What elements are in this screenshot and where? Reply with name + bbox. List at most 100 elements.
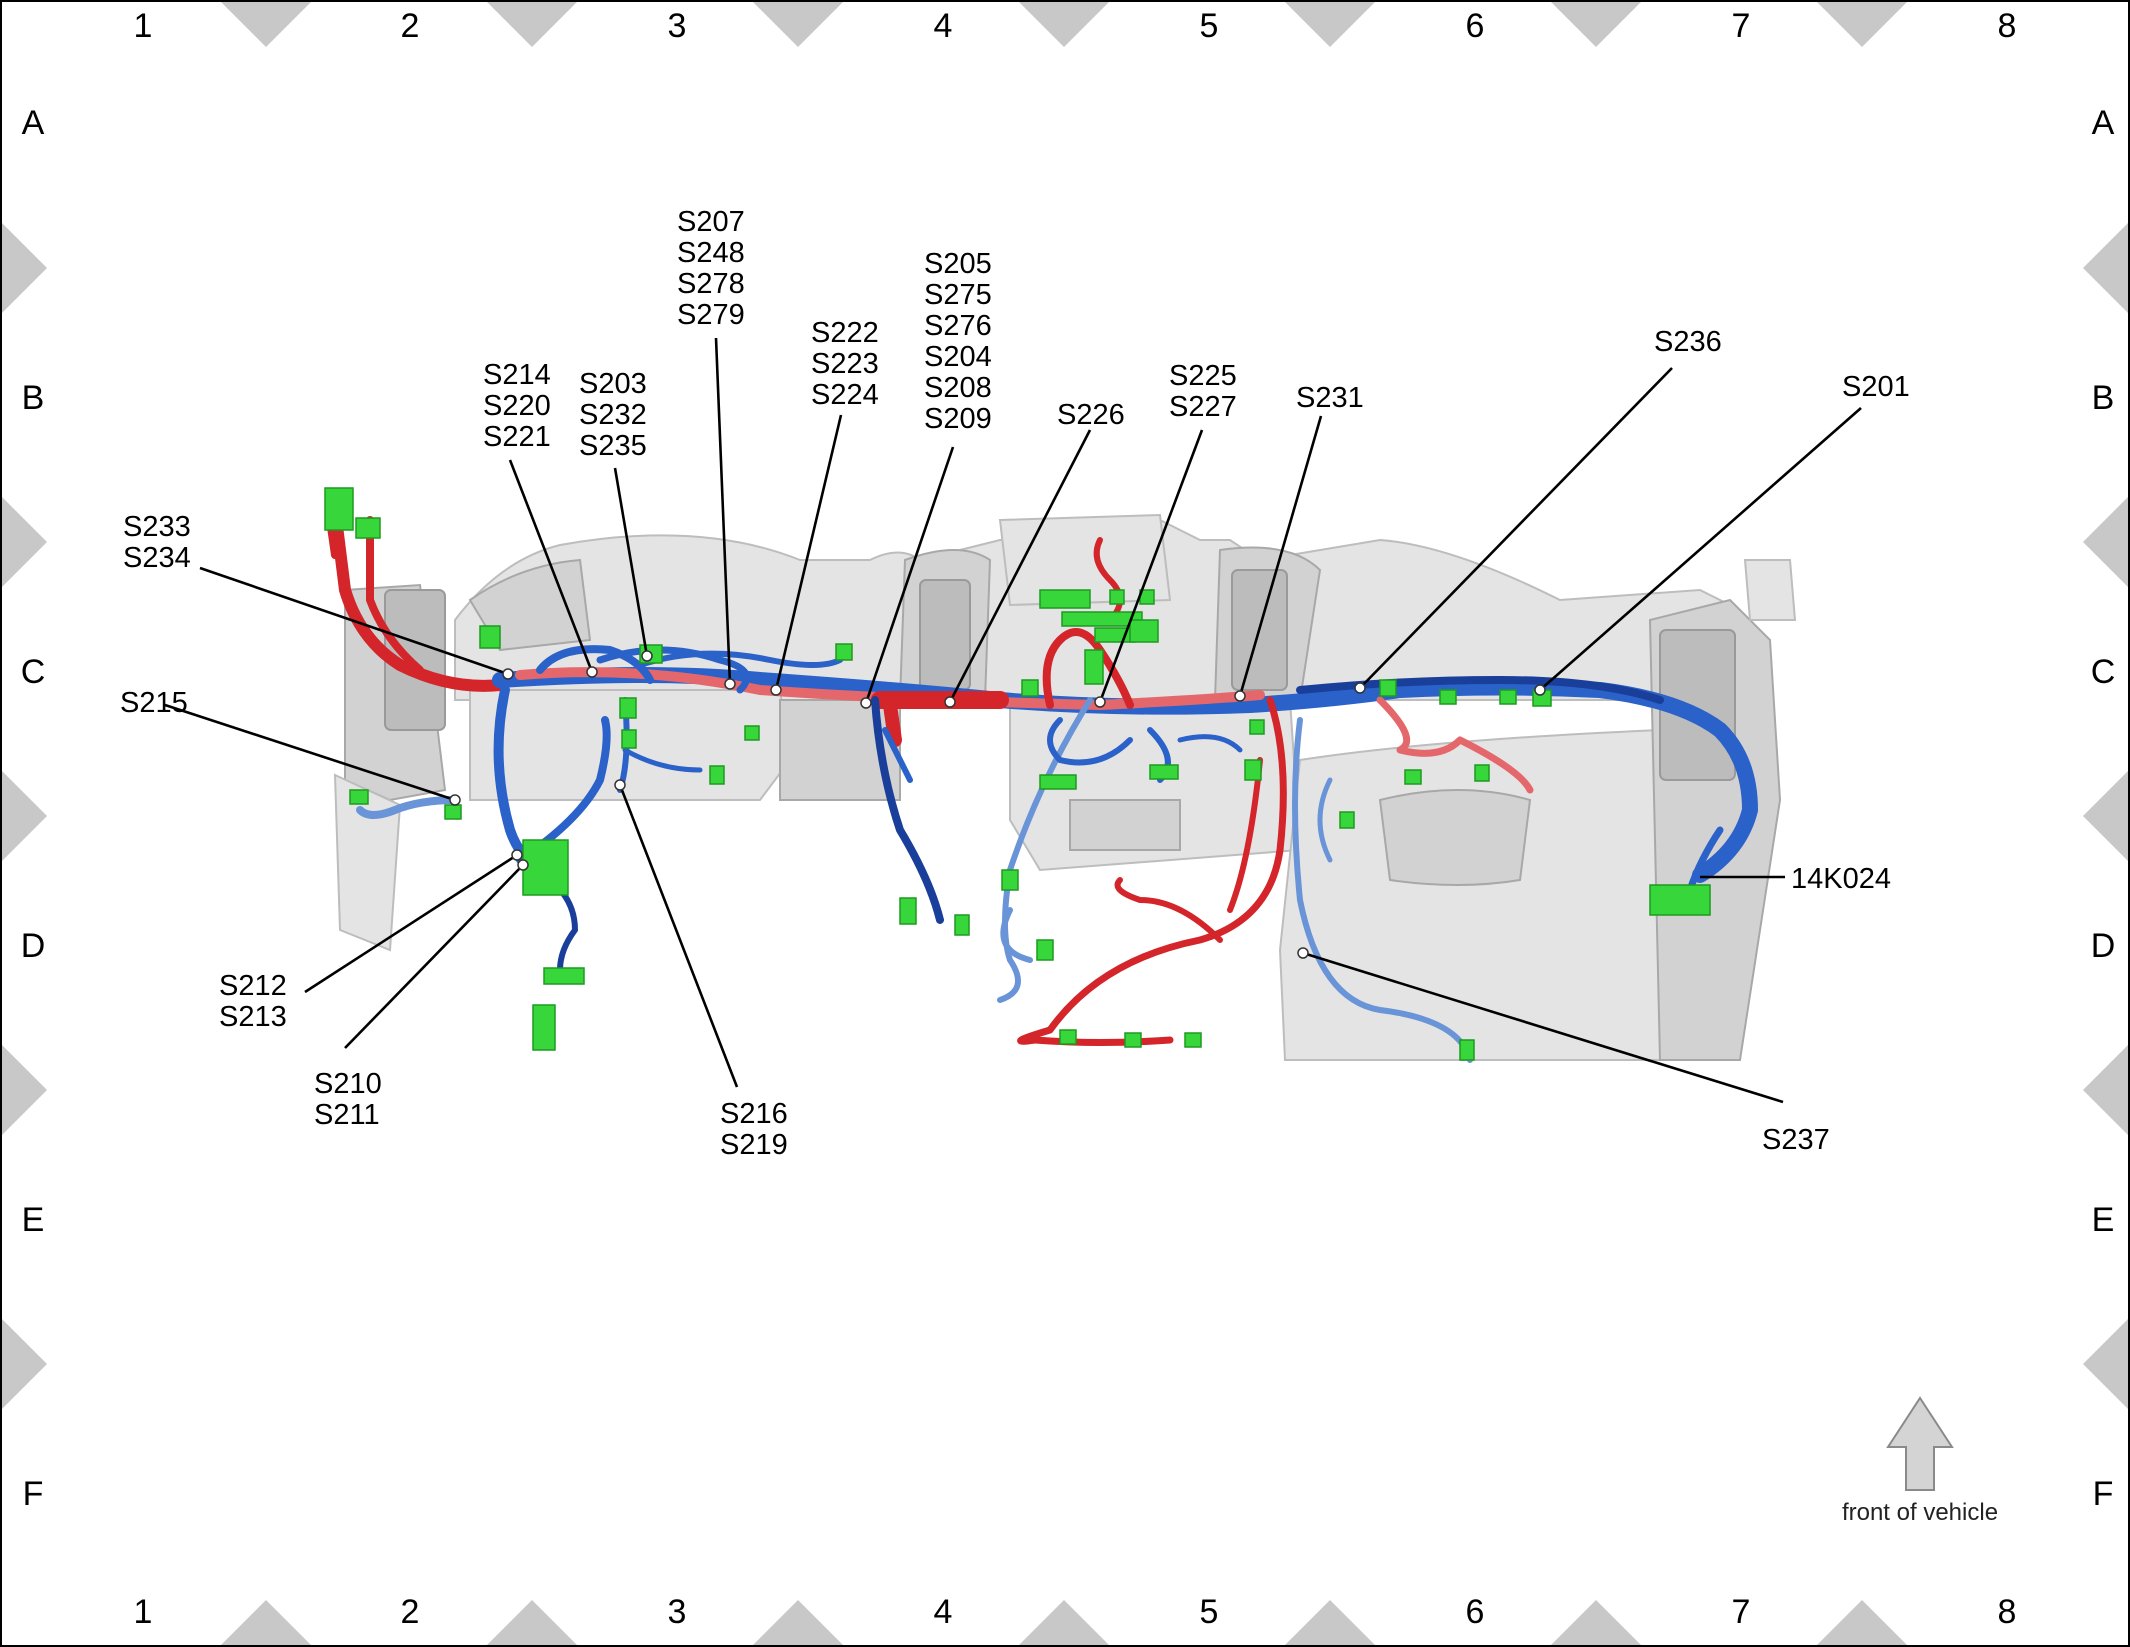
zone-marker (1019, 1600, 1109, 1645)
zone-marker (1551, 1600, 1641, 1645)
connector (1084, 649, 1104, 685)
grid-column-label: 3 (668, 7, 687, 45)
connector (1474, 764, 1490, 782)
grid-column-label: 6 (1466, 1593, 1485, 1631)
callout-line: S208 (924, 372, 992, 404)
connector (349, 789, 369, 805)
callout-s236: S236 (1654, 326, 1722, 358)
grid-column-label: 6 (1466, 7, 1485, 45)
connector (1339, 811, 1355, 829)
callout-line: S220 (483, 390, 551, 422)
grid-row-label: A (22, 104, 45, 142)
connector (1459, 1039, 1475, 1061)
callout-line: S279 (677, 299, 745, 331)
callout-line: 14K024 (1791, 863, 1891, 895)
grid-column-label: 2 (401, 1593, 420, 1631)
connector (543, 967, 585, 985)
callout-line: S225 (1169, 360, 1237, 392)
callout-line: S222 (811, 317, 879, 349)
callout-leader-lines (164, 337, 1862, 1104)
front-of-vehicle-label: front of vehicle (1842, 1499, 1998, 1526)
zone-marker (2, 497, 47, 587)
callout-line: S213 (219, 1001, 287, 1033)
callout-line: S235 (579, 430, 647, 462)
grid-row-label: C (2091, 653, 2116, 691)
grid-column-label: 2 (401, 7, 420, 45)
callout-line: S211 (314, 1099, 380, 1131)
grid-row-label: D (2091, 927, 2116, 965)
connector (1036, 939, 1054, 961)
callout-line: S210 (314, 1068, 382, 1100)
grid-column-label: 1 (134, 1593, 153, 1631)
zone-marker (2, 1045, 47, 1135)
callout-line: S205 (924, 248, 992, 280)
connector (1499, 689, 1517, 705)
callout-line: S221 (483, 421, 551, 453)
zone-marker (2, 771, 47, 861)
connector (324, 487, 354, 531)
callout-line: S204 (924, 341, 992, 373)
grid-column-label: 4 (934, 1593, 953, 1631)
up-arrow-icon (1886, 1396, 1954, 1491)
grid-row-label: C (21, 653, 46, 691)
connector (1249, 719, 1265, 735)
callout-line: S214 (483, 359, 551, 391)
zone-marker (221, 1600, 311, 1645)
callout-s237: S237 (1762, 1124, 1830, 1156)
zone-marker (1551, 2, 1641, 47)
callout-s201: S201 (1842, 371, 1910, 403)
callout-line: S237 (1762, 1124, 1830, 1156)
grid-column-label: 7 (1732, 1593, 1751, 1631)
connector (532, 1004, 556, 1051)
callout-line: S207 (677, 206, 745, 238)
connector (835, 643, 853, 661)
connector (1129, 619, 1159, 643)
callout-line: S227 (1169, 391, 1237, 423)
grid-row-label: F (2093, 1475, 2114, 1513)
grid-row-label: D (21, 927, 46, 965)
callout-line: S248 (677, 237, 745, 269)
connector (1109, 589, 1125, 605)
grid-column-label: 3 (668, 1593, 687, 1631)
connector (744, 725, 760, 741)
callout-line: S215 (120, 687, 188, 719)
zone-marker (487, 1600, 577, 1645)
connector (1649, 884, 1711, 916)
grid-row-label: F (23, 1475, 44, 1513)
connector (355, 517, 381, 539)
zone-marker (2083, 223, 2128, 313)
zone-marker (1817, 1600, 1907, 1645)
connector (621, 729, 637, 749)
connector (1379, 679, 1397, 697)
connector (1404, 769, 1422, 785)
callout-line: S201 (1842, 371, 1910, 403)
connector (954, 914, 970, 936)
zone-marker (1019, 2, 1109, 47)
splice-points (449, 650, 1546, 959)
callout-line: S231 (1296, 382, 1364, 414)
grid-column-label: 8 (1998, 7, 2017, 45)
grid-row-label: B (2092, 379, 2115, 417)
zone-marker (1285, 1600, 1375, 1645)
zone-marker (1285, 2, 1375, 47)
connector (1059, 1029, 1077, 1045)
connector-markers (324, 487, 1711, 1061)
grid-column-label: 5 (1200, 1593, 1219, 1631)
grid-column-label: 4 (934, 7, 953, 45)
front-of-vehicle-indicator: front of vehicle (1842, 1396, 1998, 1526)
connector (1244, 759, 1262, 781)
instrument-panel-illustration (333, 513, 1797, 1061)
callout-line: S212 (219, 970, 287, 1002)
zone-marker (753, 1600, 843, 1645)
connector (1094, 627, 1136, 643)
